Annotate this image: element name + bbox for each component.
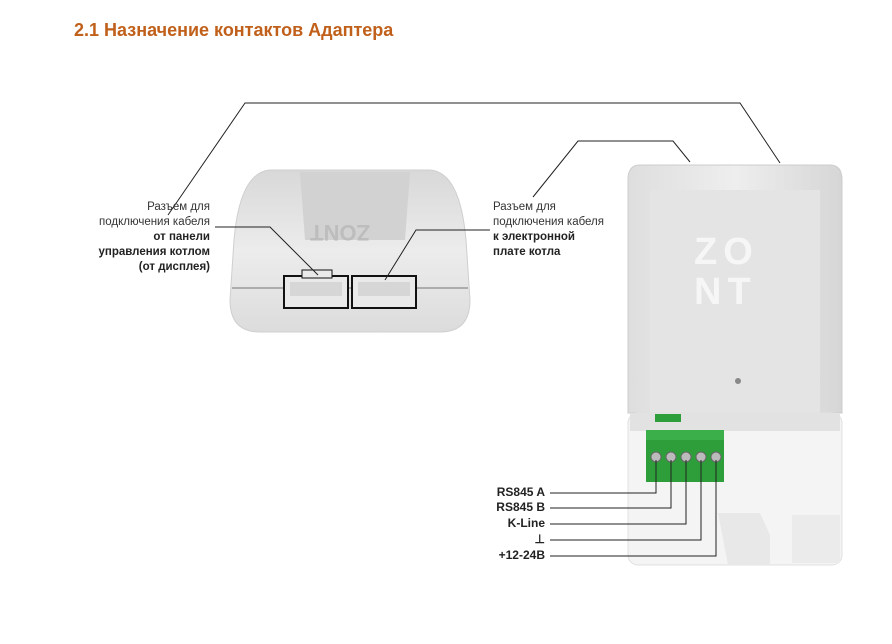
label-bold: (от дисплея) [138,261,210,273]
section-title: 2.1 Назначение контактов Адаптера [74,20,394,40]
label-line: подключения кабеля [493,216,604,228]
label-bold: плате котла [493,246,561,258]
device-logo: ZONT [694,231,759,313]
pin-label-ground-icon: ⊥ [534,532,545,546]
pin-label-k-line: K-Line [507,516,545,530]
right-connector-label: Разъем для подключения кабеля к электрон… [493,200,633,260]
label-line: подключения кабеля [99,216,210,228]
svg-text:ZONT: ZONT [310,220,370,245]
label-line: Разъем для [147,201,210,213]
pin-label-rs485-a: RS845 A [496,485,545,499]
pin-label-rs485-b: RS845 B [496,500,545,514]
label-bold: управления котлом [98,246,210,258]
label-line: Разъем для [493,201,556,213]
label-bold: к электронной [493,231,575,243]
adapter-front-view: ZONT [229,169,471,333]
label-bold: от панели [153,231,210,243]
left-connector-label: Разъем для подключения кабеля от панели … [60,200,210,275]
adapter-side-view [627,164,843,566]
pin-label-power: +12-24В [498,548,545,562]
